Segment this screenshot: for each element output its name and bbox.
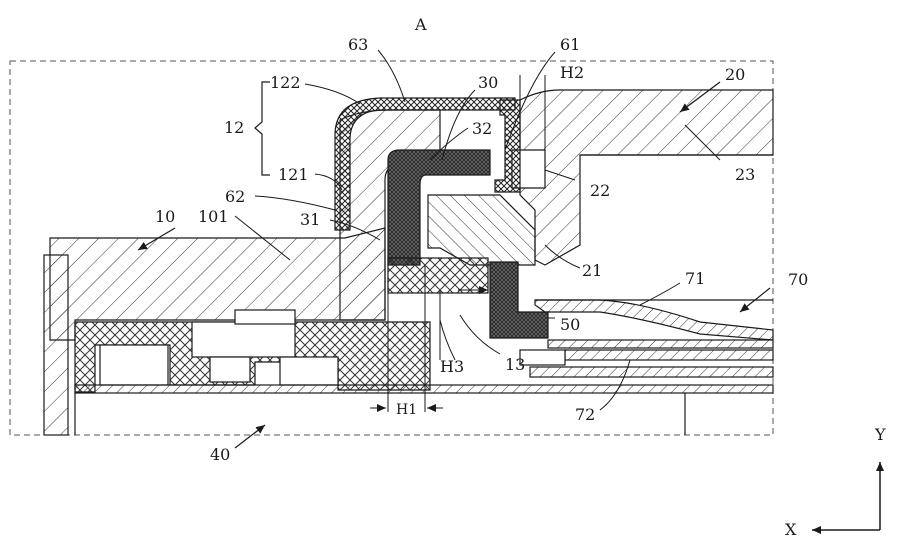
part-61-seal-tip	[495, 100, 520, 192]
base-plate	[75, 385, 773, 393]
label-62: 62	[225, 187, 245, 206]
part-72-layer-lower	[530, 367, 773, 377]
label-21: 21	[582, 261, 602, 280]
label-12: 12	[224, 118, 244, 137]
label-23: 23	[735, 165, 755, 184]
label-h2: H2	[560, 63, 584, 82]
label-31: 31	[300, 210, 320, 229]
label-30: 30	[478, 73, 498, 92]
brace-12	[255, 82, 270, 175]
label-122: 122	[270, 73, 301, 92]
side-wall	[44, 255, 68, 435]
label-61: 61	[560, 35, 580, 54]
label-detail-a: A	[414, 15, 427, 34]
label-101: 101	[198, 207, 229, 226]
spacer-block	[520, 350, 565, 365]
label-50: 50	[560, 315, 580, 334]
pocket-center	[192, 322, 295, 357]
label-13: 13	[505, 355, 525, 374]
lower-seal-block	[388, 258, 488, 293]
part-21-lug	[428, 195, 535, 265]
label-70: 70	[788, 270, 808, 289]
label-h1: H1	[396, 402, 417, 418]
part-72-layer-upper	[548, 340, 773, 348]
label-32: 32	[472, 119, 492, 138]
label-10: 10	[155, 207, 175, 226]
label-h3: H3	[440, 357, 464, 376]
pocket-left	[100, 345, 168, 385]
pocket-right	[280, 357, 338, 385]
pocket-tab	[235, 310, 295, 324]
label-40: 40	[210, 445, 230, 464]
label-22: 22	[590, 181, 610, 200]
axis-x-label: X	[785, 520, 797, 539]
axis-y-label: Y	[874, 425, 886, 444]
pocket-small	[210, 357, 250, 382]
label-121: 121	[278, 165, 309, 184]
label-71: 71	[685, 269, 705, 288]
label-63: 63	[348, 35, 368, 54]
arrow-40	[235, 425, 265, 448]
label-72: 72	[575, 405, 595, 424]
label-20: 20	[725, 65, 745, 84]
part-72-layer-middle	[565, 350, 773, 360]
